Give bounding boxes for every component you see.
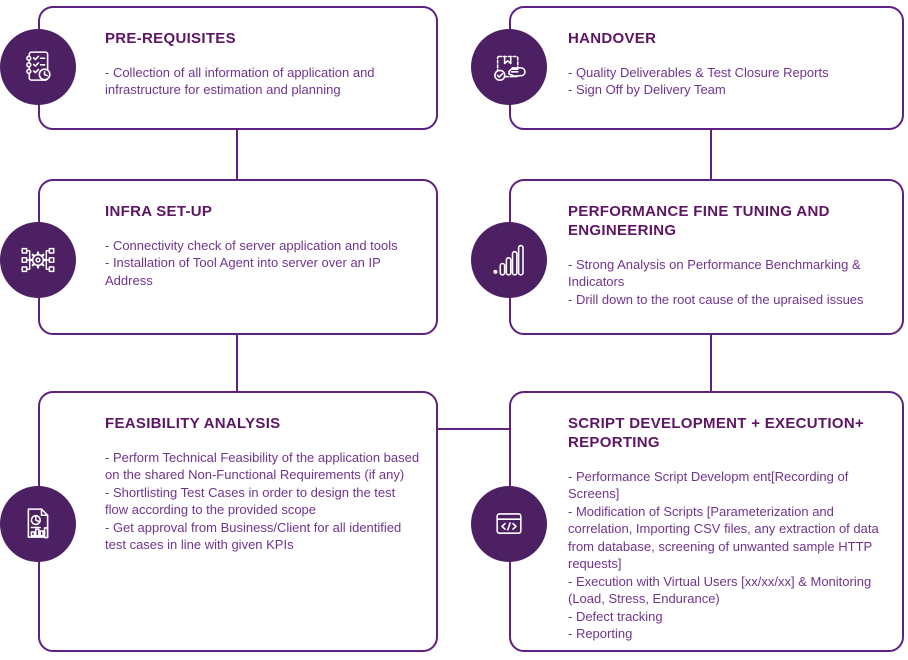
report-chart-icon: [27, 508, 49, 539]
box-title: PERFORMANCE FINE TUNING AND ENGINEERING: [568, 203, 830, 239]
icon-circle: [0, 222, 76, 298]
box-body-text: - Perform Technical Feasibility of the a…: [105, 449, 420, 553]
code-window-icon: [496, 513, 522, 534]
box-title: PRE-REQUISITES: [105, 30, 236, 47]
icon-circle: [0, 29, 76, 105]
box-title: FEASIBILITY ANALYSIS: [105, 415, 281, 432]
box-handover: HANDOVER - Quality Deliverables & Test C…: [471, 6, 904, 130]
box-body-text: - Strong Analysis on Performance Benchma…: [568, 256, 864, 307]
network-gear-icon: [21, 247, 55, 273]
box-title: SCRIPT DEVELOPMENT + EXECUTION+ REPORTIN…: [568, 415, 865, 451]
connector-left-1: [236, 129, 238, 180]
package-hand-icon: [494, 55, 526, 81]
box-feasibility-analysis: FEASIBILITY ANALYSIS - Perform Technical…: [0, 391, 438, 652]
icon-circle: [471, 486, 547, 562]
connector-left-2: [236, 334, 238, 392]
connector-middle-horizontal: [437, 428, 510, 430]
box-body-text: - Connectivity check of server applicati…: [105, 237, 398, 288]
checklist-icon: [26, 51, 51, 81]
box-pre-requisites: PRE-REQUISITES - Collection of all infor…: [0, 6, 438, 130]
box-script-development: SCRIPT DEVELOPMENT + EXECUTION+ REPORTIN…: [471, 391, 904, 652]
icon-circle: [471, 29, 547, 105]
box-body-text: - Collection of all information of appli…: [105, 64, 375, 98]
box-body-text: - Performance Script Developm ent[Record…: [568, 468, 879, 642]
icon-circle: [471, 222, 547, 298]
icon-circle: [0, 486, 76, 562]
connector-right-1: [710, 129, 712, 180]
box-body-text: - Quality Deliverables & Test Closure Re…: [568, 64, 829, 98]
box-infra-set-up: INFRA SET-UP - Connectivity check of ser…: [0, 179, 438, 335]
box-title: HANDOVER: [568, 30, 657, 47]
box-performance-fine-tuning: PERFORMANCE FINE TUNING AND ENGINEERING …: [471, 179, 904, 335]
connector-right-2: [710, 334, 712, 392]
signal-bars-icon: [492, 244, 524, 276]
box-title: INFRA SET-UP: [105, 203, 213, 220]
